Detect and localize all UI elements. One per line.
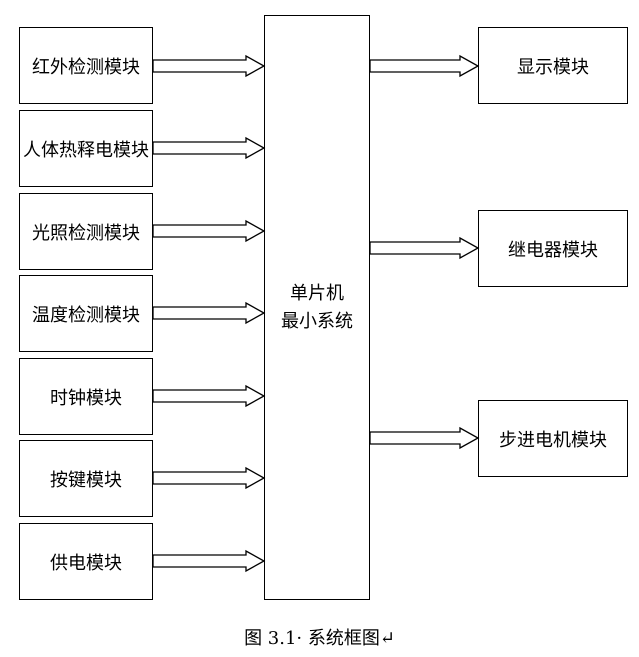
mcu-label-line1: 单片机 (290, 282, 344, 304)
mcu-minimum-system: 单片机 最小系统 (264, 15, 370, 600)
input-module-keys: 按键模块 (19, 440, 153, 517)
figure-caption: 图 3.1· 系统框图↵ (244, 628, 395, 649)
input-module-power: 供电模块 (19, 523, 153, 600)
input-module-light: 光照检测模块 (19, 193, 153, 270)
output-module-display: 显示模块 (478, 27, 628, 104)
input-module-label: 供电模块 (50, 552, 122, 574)
output-module-label: 显示模块 (517, 56, 589, 78)
input-arrow-1 (152, 136, 266, 160)
input-module-label: 光照检测模块 (32, 222, 140, 244)
mcu-label-line2: 最小系统 (281, 310, 353, 332)
output-module-relay: 继电器模块 (478, 210, 628, 287)
input-arrow-0 (152, 54, 266, 78)
input-module-temperature: 温度检测模块 (19, 275, 153, 352)
input-module-clock: 时钟模块 (19, 358, 153, 435)
input-module-infrared: 红外检测模块 (19, 27, 153, 104)
output-arrow-2 (369, 426, 480, 450)
input-arrow-4 (152, 384, 266, 408)
input-module-label: 温度检测模块 (32, 304, 140, 326)
output-arrow-1 (369, 236, 480, 260)
input-arrow-3 (152, 301, 266, 325)
input-arrow-2 (152, 219, 266, 243)
output-module-label: 步进电机模块 (499, 429, 607, 451)
input-module-label: 人体热释电模块 (23, 139, 149, 161)
input-module-label: 红外检测模块 (32, 56, 140, 78)
output-module-label: 继电器模块 (508, 239, 598, 261)
input-arrow-5 (152, 466, 266, 490)
input-arrow-6 (152, 549, 266, 573)
output-module-stepper: 步进电机模块 (478, 400, 628, 477)
input-module-label: 按键模块 (50, 469, 122, 491)
input-module-label: 时钟模块 (50, 387, 122, 409)
output-arrow-0 (369, 54, 480, 78)
input-module-pir: 人体热释电模块 (19, 110, 153, 187)
